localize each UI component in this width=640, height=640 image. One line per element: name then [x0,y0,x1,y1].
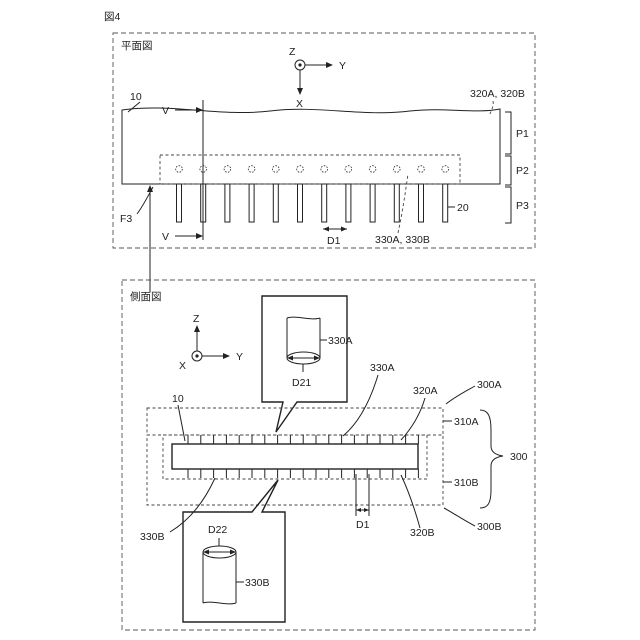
side-axis-x-label: X [179,360,186,372]
side-y-axis-arrow-icon [223,353,230,359]
z-axis-dot [298,63,301,66]
plan-view: 平面図 Z Y X 10 V V 320A, 320B [113,33,535,248]
bracket-p1 [505,112,511,154]
bracket-p3 [505,187,511,223]
side-label-310b: 310B [454,477,479,489]
pin-20 [394,184,399,222]
section-v-bottom-arrow-icon [196,233,203,239]
pin-20 [249,184,254,222]
side-axis-z-label: Z [193,313,200,325]
board-10 [172,444,418,469]
contact-hole-330 [297,166,304,173]
plan-label-f3: F3 [120,213,132,225]
contact-hole-330 [442,166,449,173]
side-label-300: 300 [510,451,528,463]
label-330b-callout: 330B [245,577,270,589]
bracket-300 [480,410,503,508]
x-axis-arrow-icon [297,88,303,95]
housing-310a [147,408,443,435]
plan-label-p1: P1 [516,128,529,140]
contact-hole-330 [345,166,352,173]
section-v-top-arrow-icon [196,107,203,113]
side-leader-330a [343,375,378,436]
housing-310b [147,435,443,505]
plan-label-d1: D1 [327,235,341,247]
contact-hole-330 [273,166,280,173]
contact-hole-330 [248,166,255,173]
callout-330b-box [183,480,285,622]
side-label-300a: 300A [477,379,502,391]
pin-20 [298,184,303,222]
side-leader-300b [444,508,475,526]
plan-label-330: 330A, 330B [375,234,430,246]
plan-label-v-top: V [162,105,169,117]
side-label-320b: 320B [410,527,435,539]
label-d21: D21 [292,377,311,389]
plan-label-v-bottom: V [162,231,169,243]
side-d1-arrow-left-icon [356,508,361,512]
contact-hole-330 [369,166,376,173]
contact-hole-330 [394,166,401,173]
pin-20 [225,184,230,222]
side-view-frame [122,280,535,630]
side-view-title: 側面図 [130,290,162,303]
figure-label: 図4 [104,11,120,23]
plan-d1-arrow-left-icon [323,227,329,232]
side-z-axis-arrow-icon [194,325,200,332]
substrate-10 [122,108,500,184]
plan-label-320: 320A, 320B [470,88,525,100]
side-axes: Z X Y [179,313,243,372]
side-d1-arrow-right-icon [364,508,369,512]
side-label-d1: D1 [356,519,370,531]
contact-hole-330 [176,166,183,173]
pin-20 [370,184,375,222]
pin-20 [419,184,424,222]
side-leader-320a [401,398,425,440]
plan-d1-arrow-right-icon [341,227,347,232]
contact-hole-330 [224,166,231,173]
pin-row [176,166,449,222]
side-label-300b: 300B [477,521,502,533]
plan-label-10: 10 [130,91,142,103]
side-label-330b: 330B [140,531,165,543]
plan-axis-z-label: Z [289,46,296,58]
side-leader-300a [446,386,475,404]
side-label-320a: 320A [413,385,438,397]
pin-20 [346,184,351,222]
plan-axis-y-label: Y [339,60,346,72]
side-label-330a: 330A [370,362,395,374]
pin-20 [273,184,278,222]
bracket-p2 [505,156,511,185]
pin-20 [322,184,327,222]
plan-axis-x-label: X [296,98,303,110]
plan-label-20: 20 [457,202,469,214]
plan-label-p3: P3 [516,200,529,212]
pin-20 [177,184,182,222]
pin-330b-break [203,602,236,604]
side-label-310a: 310A [454,416,479,428]
side-leader-10 [178,405,185,441]
contact-hole-330 [321,166,328,173]
label-d22: D22 [208,524,227,536]
label-330a-callout: 330A [328,335,353,347]
plan-leader-320 [490,101,493,114]
plan-leader-10 [128,102,140,112]
side-leader-320b [401,475,420,528]
pin-20 [443,184,448,222]
inner-cavity-outline [163,435,427,479]
contact-hole-330 [418,166,425,173]
side-axis-y-label: Y [236,351,243,363]
pin-330a-break [287,317,320,319]
side-x-axis-dot [195,354,198,357]
side-label-10: 10 [172,393,184,405]
y-axis-arrow-icon [326,62,333,68]
side-view: 側面図 Z X Y D21 330A 10 [122,280,535,630]
plan-view-title: 平面図 [121,40,153,52]
plan-axes: Z Y X [289,46,346,110]
side-pin-stubs [188,435,418,478]
plan-label-p2: P2 [516,165,529,177]
